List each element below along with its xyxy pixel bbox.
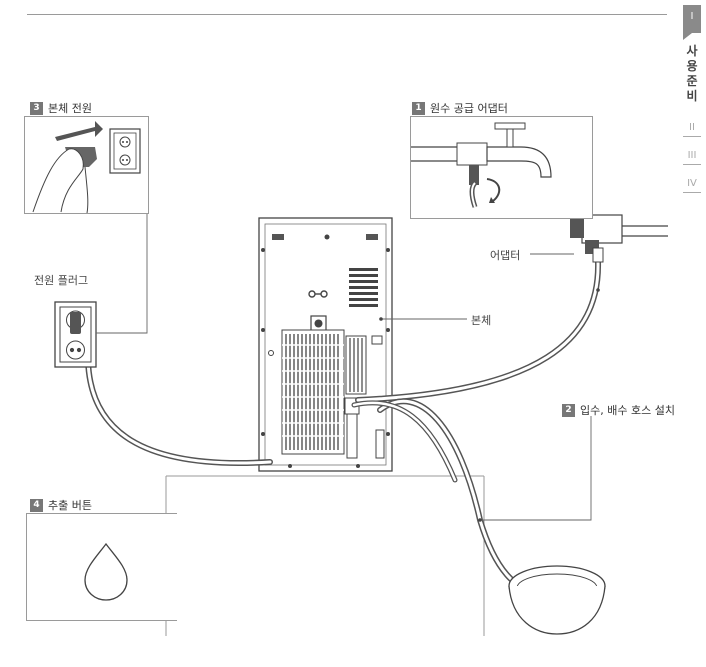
hoses <box>85 259 602 601</box>
step-3-label: 본체 전원 <box>48 102 92 115</box>
step-1-heading: 1 원수 공급 어댑터 <box>412 100 508 116</box>
step-1-number: 1 <box>412 101 425 115</box>
step-2-number: 2 <box>562 403 575 417</box>
step-3-image-box <box>24 116 149 214</box>
wall-outlet-with-plug <box>54 301 97 368</box>
tab-chapter-2[interactable]: II <box>683 120 701 137</box>
adapter-fitting <box>570 214 668 263</box>
adapter-label: 어댑터 <box>490 249 521 262</box>
hand-plug-icon <box>32 121 141 213</box>
step-4-number: 4 <box>30 498 43 512</box>
step-4-image-box <box>26 513 177 621</box>
step-4-label: 추출 버튼 <box>48 499 92 512</box>
step-4-heading: 4 추출 버튼 <box>30 497 92 513</box>
tab-title-char: 용 <box>686 59 698 73</box>
tab-chapter-3[interactable]: III <box>683 148 701 165</box>
tab-title-char: 비 <box>686 89 698 103</box>
faucet-adapter-icon <box>411 122 552 208</box>
tab-title-char: 사 <box>686 44 698 58</box>
power-plug-label: 전원 플러그 <box>34 274 89 287</box>
step-1-label: 원수 공급 어댑터 <box>430 102 508 115</box>
counter-table <box>165 475 485 636</box>
drain-bowl <box>508 565 606 635</box>
step-2-heading: 2 입수, 배수 호스 설치 <box>562 402 675 418</box>
tab-chapter-1-title: 사 용 준 비 <box>684 44 700 104</box>
tab-chapter-4[interactable]: IV <box>683 176 701 193</box>
step-3-heading: 3 본체 전원 <box>30 100 92 116</box>
step-3-number: 3 <box>30 101 43 115</box>
step-1-image-box <box>410 116 593 219</box>
water-drop-icon <box>84 542 128 601</box>
main-body-unit <box>258 217 393 472</box>
tab-chapter-1-label: I <box>690 11 694 22</box>
leader-lines <box>96 188 592 521</box>
step-2-label: 입수, 배수 호스 설치 <box>580 404 675 417</box>
main-body-label: 본체 <box>471 314 492 327</box>
tab-chapter-1[interactable]: I <box>683 5 701 40</box>
tab-title-char: 준 <box>686 74 698 88</box>
top-rule <box>27 14 667 15</box>
